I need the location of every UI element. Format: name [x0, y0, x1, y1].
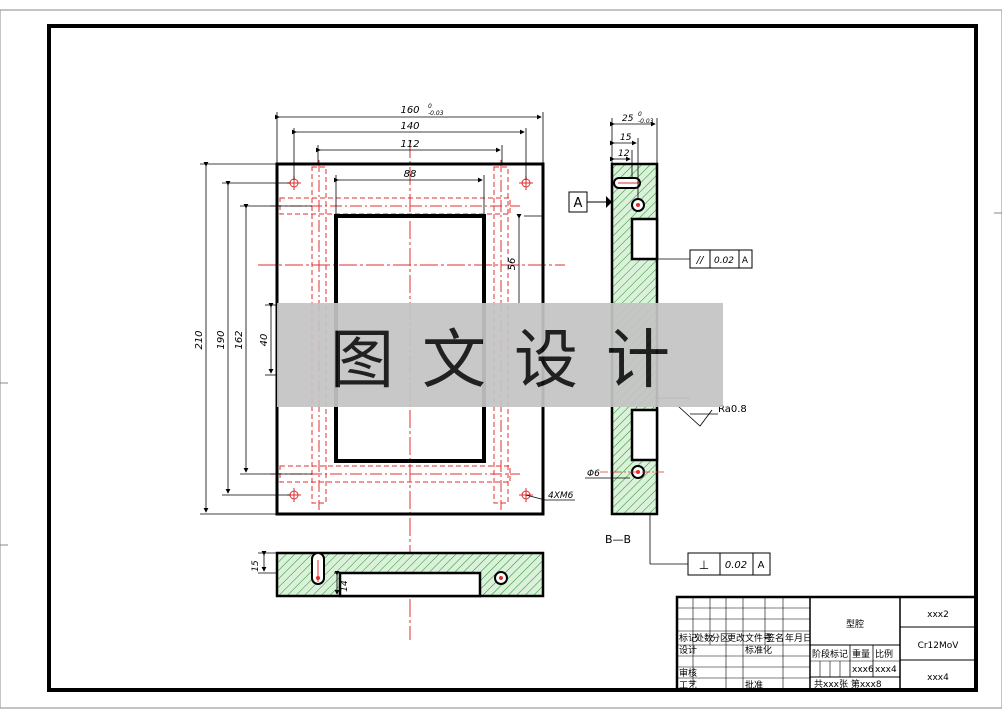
dim-height-total: 210 [194, 330, 205, 349]
tb-weight-value: xxx6 [852, 665, 874, 675]
parallel-symbol: // [696, 255, 705, 266]
drawing-frame [47, 24, 978, 692]
watermark-text: 图文设计 [330, 324, 698, 398]
dim-width-tol: 0 [428, 103, 432, 110]
svg-text:0: 0 [638, 111, 642, 118]
tb-scale-value: xxx4 [875, 665, 897, 675]
tb-header-1: 处数 [695, 632, 713, 644]
section-label: B—B [605, 533, 631, 546]
perpendicular-value: 0.02 [725, 560, 747, 571]
perpendicular-datum: A [758, 560, 765, 571]
dim-88: 88 [404, 169, 417, 180]
tb-header-5: 年月日 [785, 632, 812, 644]
tb-stage-label: 阶段标记 [812, 648, 848, 660]
watermark-banner: 图文设计 [277, 303, 723, 407]
dim-width-total: 160 [400, 105, 419, 116]
svg-text:-0.03: -0.03 [428, 110, 444, 117]
dim-bottom-14: 14 [340, 580, 350, 592]
dim-140: 140 [400, 121, 419, 132]
tb-row-approve: 批准 [745, 679, 763, 691]
dim-112: 112 [400, 139, 419, 150]
tb-row-design: 设计 [679, 644, 697, 656]
tb-header-0: 标记 [679, 632, 697, 644]
bottom-view: 15 14 [251, 551, 545, 598]
roughness-label: Ra0.8 [718, 404, 747, 415]
thread-label: 4XM6 [548, 491, 574, 501]
dim-15: 15 [620, 133, 632, 143]
side-view: 25 0 -0.03 15 12 A Φ6 Ra0.8 // 0.02 A [568, 111, 771, 576]
tb-scale-label: 比例 [875, 648, 893, 660]
tb-header-2: 分区 [711, 633, 729, 644]
tb-part-name: 型腔 [846, 618, 864, 630]
perpendicular-symbol: ⊥ [699, 558, 709, 572]
dim-162: 162 [234, 330, 245, 349]
svg-text:-0.03: -0.03 [638, 118, 654, 125]
tb-sheet-text: 共xxx张 第xxx8 [814, 678, 882, 690]
tb-code-bottom: xxx4 [927, 673, 949, 683]
dim-56: 56 [507, 258, 518, 271]
tb-row-review: 审核 [679, 667, 697, 679]
dim-40: 40 [259, 334, 270, 347]
title-block [675, 595, 978, 692]
dim-190: 190 [216, 330, 227, 349]
dim-phi6: Φ6 [587, 469, 600, 479]
tb-code-top: xxx2 [927, 610, 949, 620]
dim-bottom-15: 15 [251, 560, 261, 572]
tb-row-process: 工艺 [679, 680, 697, 691]
tb-weight-label: 重量 [852, 648, 870, 660]
tb-row-standard: 标准化 [745, 644, 772, 656]
tb-material: Cr12MoV [918, 641, 960, 651]
dim-12: 12 [618, 149, 630, 159]
parallel-datum: A [742, 256, 749, 266]
tb-header-4: 签名 [766, 632, 784, 644]
dim-thk-total: 25 [622, 114, 634, 124]
parallel-value: 0.02 [714, 256, 734, 266]
tb-header-3: 更改文件号 [727, 632, 772, 644]
datum-label: A [574, 196, 583, 211]
sheet-border [0, 9, 1002, 709]
title-block-text: 标记 处数 分区 更改文件号 签名 年月日 设计 标准化 审核 工艺 批准 型腔… [679, 610, 959, 691]
